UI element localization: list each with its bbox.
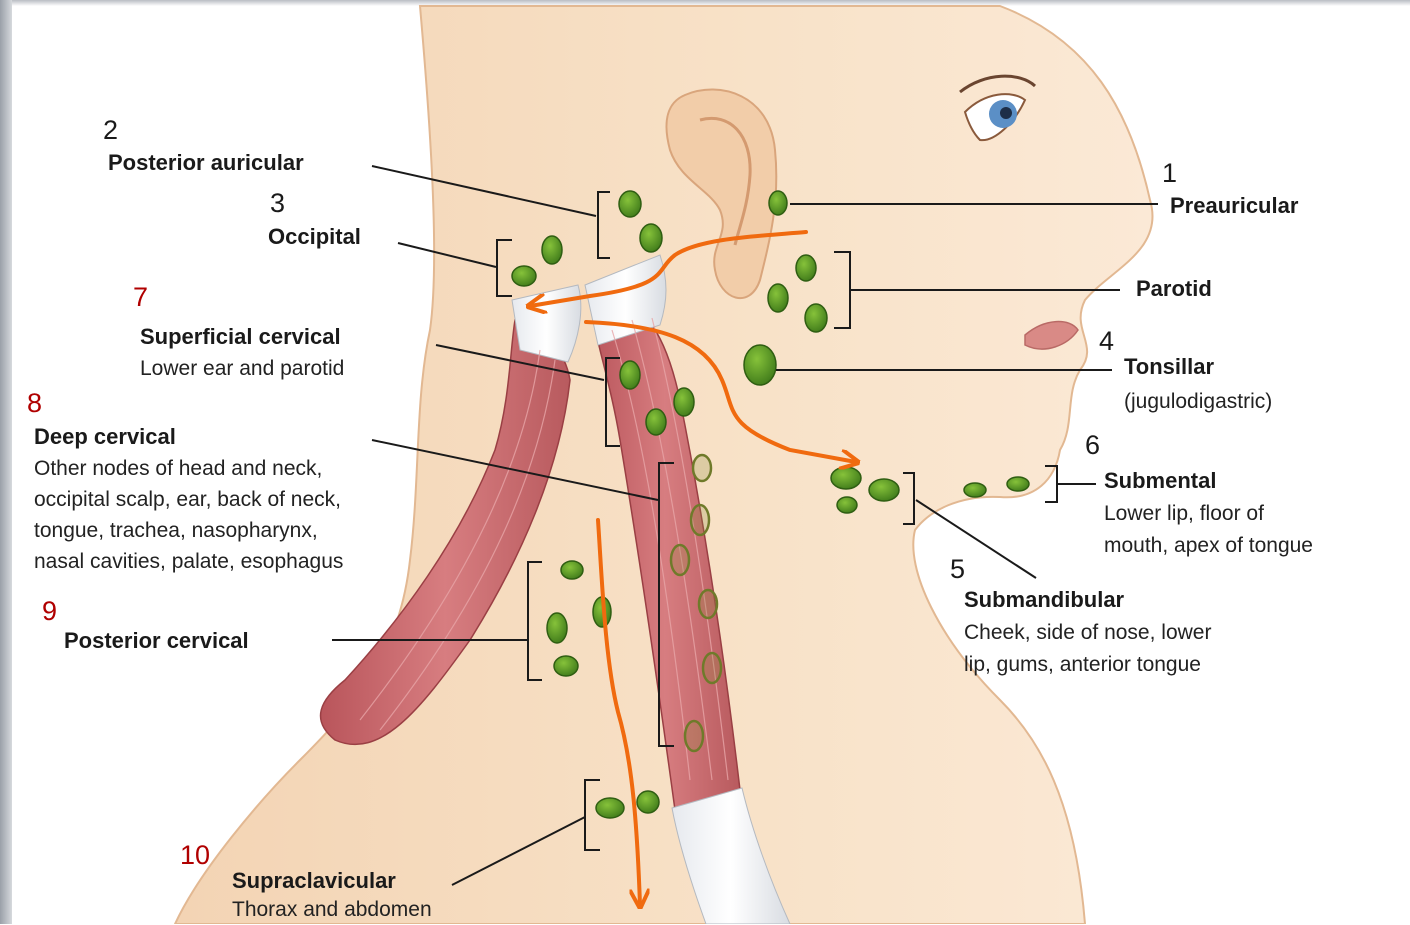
deep-cervical-desc-line-3: tongue, trachea, nasopharynx, [34,515,318,546]
node-posterior-cervical [554,656,578,676]
node-posterior-cervical [547,613,567,643]
node-deep-cervical [699,590,717,618]
number-10: 10 [180,842,210,869]
tonsillar-desc: (jugulodigastric) [1124,386,1272,417]
node-superficial-cervical [646,409,666,435]
deep-cervical-desc-line-1: Other nodes of head and neck, [34,453,322,484]
node-parotid [805,304,827,332]
eye-pupil [1000,107,1012,119]
number-7: 7 [133,284,148,311]
deep-cervical-desc-line-2: occipital scalp, ear, back of neck, [34,484,341,515]
number-1: 1 [1162,160,1177,187]
node-tonsillar [744,345,776,385]
occipital-title: Occipital [268,224,361,250]
submental-desc-line-2: mouth, apex of tongue [1104,530,1313,561]
node-submental [964,483,986,497]
deep-cervical-desc-line-4: nasal cavities, palate, esophagus [34,546,343,577]
parotid-title: Parotid [1136,276,1212,302]
tonsillar-title: Tonsillar [1124,354,1214,380]
leader-submandibular [916,500,1036,578]
submental-desc-line-1: Lower lip, floor of [1104,498,1264,529]
submandibular-title: Submandibular [964,587,1124,613]
node-superficial-cervical [674,388,694,416]
node-superficial-cervical [620,361,640,389]
submandibular-desc-line-2: lip, gums, anterior tongue [964,649,1201,680]
node-posterior-auricular [619,191,641,217]
node-occipital [542,236,562,264]
node-submandibular [837,497,857,513]
number-9: 9 [42,598,57,625]
node-deep-cervical [671,545,689,575]
node-deep-cervical [703,653,721,683]
number-8: 8 [27,390,42,417]
submental-title: Submental [1104,468,1216,494]
node-preauricular [769,191,787,215]
node-submandibular [831,467,861,489]
node-supraclavicular [637,791,659,813]
supraclavicular-desc: Thorax and abdomen [232,894,432,925]
node-posterior-cervical [561,561,583,579]
number-3: 3 [270,190,285,217]
number-2: 2 [103,117,118,144]
node-deep-cervical [685,721,703,751]
node-parotid [796,255,816,281]
superficial-cervical-desc: Lower ear and parotid [140,353,344,384]
node-deep-cervical [693,455,711,481]
node-parotid [768,284,788,312]
number-6: 6 [1085,432,1100,459]
posterior-cervical-title: Posterior cervical [64,628,249,654]
submandibular-desc-line-1: Cheek, side of nose, lower [964,617,1211,648]
superficial-cervical-title: Superficial cervical [140,324,341,350]
deep-cervical-title: Deep cervical [34,424,176,450]
node-supraclavicular [596,798,624,818]
node-deep-cervical [691,505,709,535]
node-posterior-auricular [640,224,662,252]
number-5: 5 [950,556,965,583]
number-4: 4 [1099,328,1114,355]
posterior-auricular-title: Posterior auricular [108,150,304,176]
node-submental [1007,477,1029,491]
supraclavicular-title: Supraclavicular [232,868,396,894]
node-occipital [512,266,536,286]
node-submandibular [869,479,899,501]
preauricular-title: Preauricular [1170,193,1298,219]
